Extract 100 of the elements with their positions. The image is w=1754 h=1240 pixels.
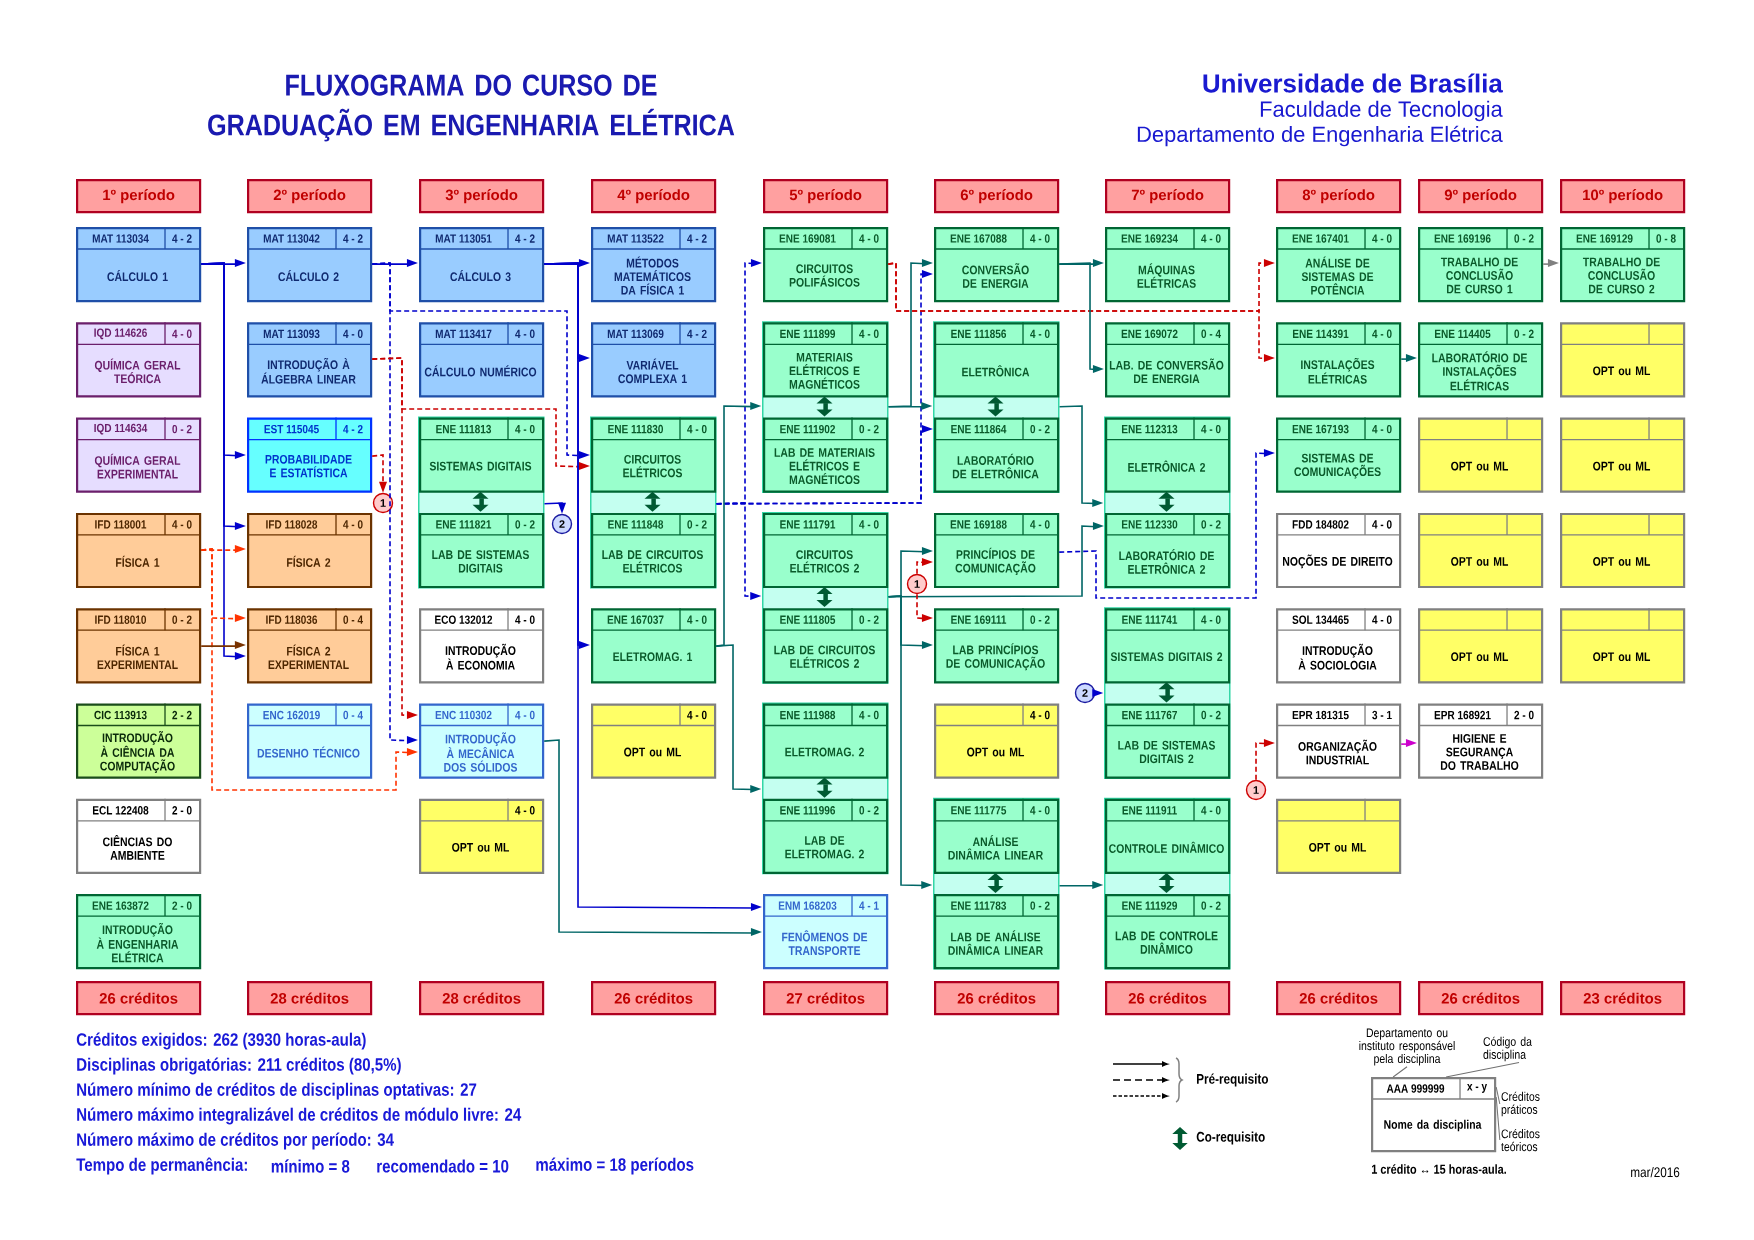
- course-box: 4 - 0 OPT ou ML: [590, 702, 717, 779]
- course-box: ENE 111775 4 - 0 ANÁLISE DINÂMICA LINEAR: [933, 798, 1060, 874]
- arrow: [715, 644, 762, 793]
- course-box: ENE 111741 4 - 0 SISTEMAS DIGITAIS 2: [1104, 607, 1231, 684]
- annotation: Créditos teóricos: [1501, 1128, 1540, 1152]
- course-box: 4 - 0 OPT ou ML: [933, 702, 1060, 779]
- course-box: ENE 111996 0 - 2 LAB DE ELETROMAG. 2: [762, 798, 889, 874]
- course-box: ENE 111856 4 - 0 ELETRÔNICA: [933, 321, 1060, 398]
- course-box: IFD 118036 0 - 4 FÍSICA 2 EXPERIMENTAL: [246, 607, 373, 684]
- info-text: mínimo = 8: [271, 1159, 350, 1173]
- arrow: [1400, 354, 1417, 362]
- arrow: [1255, 739, 1275, 781]
- subheading: Departamento de Engenharia Elétrica: [1137, 125, 1503, 147]
- course-box: ENE 111821 0 - 2 LAB DE SISTEMAS DIGITAIS: [418, 512, 545, 589]
- corequisite-arrow: [816, 396, 833, 417]
- course-box: ECL 122408 2 - 0 CIÊNCIAS DO AMBIENTE: [75, 798, 202, 874]
- annotation: Departamento ou instituto responsável pela disciplina: [1359, 1028, 1455, 1066]
- course-box: ENE 167193 4 - 0 SISTEMAS DE COMUNICAÇÕES: [1275, 416, 1402, 493]
- legend-label: Pré-requisito: [1197, 1073, 1268, 1087]
- corequisite-arrow: [987, 872, 1004, 893]
- info-text: Número mínimo de créditos de disciplinas optativas: 27: [77, 1082, 477, 1100]
- sample-course-box: AAA 999999 x - y Nome da disciplina: [1370, 1076, 1497, 1153]
- corequisite-arrow: [644, 491, 661, 512]
- course-box: IFD 118028 4 - 0 FÍSICA 2: [246, 512, 373, 589]
- arrow: [200, 641, 246, 649]
- arrow: [1058, 881, 1104, 889]
- period-header: 6º período: [934, 179, 1060, 214]
- course-box: ENE 169111 0 - 2 LAB PRINCÍPIOS DE COMUNICAÇÃO: [933, 607, 1060, 684]
- course-box: ENE 169196 0 - 2 TRABALHO DE CONCLUSÃO DE CURSO 1: [1417, 226, 1544, 303]
- course-box: OPT ou ML: [1559, 512, 1686, 589]
- course-box: ENE 163872 2 - 0 INTRODUÇÃO À ENGENHARIA ELÉTRICA: [75, 893, 202, 970]
- period-header: 2º período: [247, 179, 373, 214]
- course-box: EST 115045 4 - 2 PROBABILIDADE E ESTATÍSTICA: [246, 416, 373, 493]
- title: FLUXOGRAMA DO CURSO DE GRADUAÇÃO EM ENGENHARIA ELÉTRICA: [208, 74, 735, 142]
- legend-label: Co-requisito: [1196, 1131, 1265, 1145]
- arrow: [887, 595, 933, 889]
- course-box: ENE 111791 4 - 0 CIRCUITOS ELÉTRICOS 2: [762, 512, 889, 589]
- course-box: 4 - 0 OPT ou ML: [418, 798, 545, 874]
- course-box: EPR 168921 2 - 0 HIGIENE E SEGURANÇA DO TRABALHO: [1417, 702, 1544, 779]
- arrow: [1092, 689, 1104, 697]
- annotation: Código da disciplina: [1483, 1036, 1532, 1062]
- course-box: MAT 113093 4 - 0 INTRODUÇÃO À ÁLGEBRA LINEAR: [246, 321, 373, 398]
- info-text: Tempo de permanência:: [76, 1157, 247, 1175]
- course-box: ENE 112330 0 - 2 LABORATÓRIO DE ELETRÔNICA 2: [1104, 512, 1231, 589]
- course-box: ENE 112313 4 - 0 ELETRÔNICA 2: [1104, 416, 1231, 493]
- course-box: OPT ou ML: [1417, 512, 1544, 589]
- period-header: 10º período: [1560, 179, 1686, 214]
- info-text: Créditos exigidos: 262 (3930 horas-aula): [76, 1032, 366, 1050]
- arrow: [1542, 259, 1559, 267]
- course-box: ENE 111911 4 - 0 CONTROLE DINÂMICO: [1104, 798, 1231, 874]
- course-box: IFD 118010 0 - 2 FÍSICA 1 EXPERIMENTAL: [75, 607, 202, 684]
- course-box: ENE 111988 4 - 0 ELETROMAG. 2: [762, 702, 889, 779]
- arrow: [1058, 449, 1275, 599]
- info-text: Número máximo de créditos por período: 34: [77, 1132, 394, 1150]
- arrow: [1058, 405, 1104, 507]
- course-box: CIC 113913 2 - 2 INTRODUÇÃO À CIÊNCIA DA COMPUTAÇÃO: [75, 702, 202, 779]
- arrow: [543, 502, 566, 514]
- credit-total-box: 26 créditos: [1276, 981, 1402, 1016]
- course-box: ENC 162019 0 - 4 DESENHO TÉCNICO: [246, 702, 373, 779]
- course-box: OPT ou ML: [1559, 321, 1686, 398]
- course-box: MAT 113417 4 - 0 CÁLCULO NUMÉRICO: [418, 321, 545, 398]
- corequisite-arrow: [987, 396, 1004, 417]
- period-header: 5º período: [763, 179, 889, 214]
- arrow: [371, 454, 387, 493]
- course-box: ENE 111783 0 - 2 LAB DE ANÁLISE DINÂMICA LINEAR: [933, 893, 1060, 970]
- course-box: OPT ou ML: [1559, 607, 1686, 684]
- leader-line: [1495, 1096, 1501, 1141]
- annotation: Créditos práticos: [1501, 1091, 1540, 1117]
- arrow: [887, 402, 933, 410]
- course-box: ENE 111805 0 - 2 LAB DE CIRCUITOS ELÉTRICOS 2: [762, 607, 889, 684]
- arrow: [916, 593, 933, 622]
- credit-total-box: 26 créditos: [591, 981, 717, 1016]
- leader-line: [1392, 1066, 1408, 1078]
- course-box: FDD 184802 4 - 0 NOÇÕES DE DIREITO: [1275, 512, 1402, 589]
- credit-total-box: 27 créditos: [763, 981, 889, 1016]
- course-box: MAT 113042 4 - 2 CÁLCULO 2: [246, 226, 373, 303]
- info-text: Número máximo integralizável de créditos de módulo livre: 24: [77, 1107, 522, 1125]
- corequisite-arrow: [472, 491, 489, 512]
- course-box: MAT 113522 4 - 2 MÉTODOS MATEMÁTICOS DA FÍSICA 1: [590, 226, 717, 303]
- course-box: ENE 167088 4 - 0 CONVERSÃO DE ENERGIA: [933, 226, 1060, 303]
- note: 1 crédito ↔ 15 horas-aula.: [1372, 1164, 1506, 1174]
- course-box: ENE 111899 4 - 0 MATERIAIS ELÉTRICOS E MAGNÉTICOS: [762, 321, 889, 398]
- heading: Universidade de Brasília: [1203, 73, 1503, 93]
- credit-total-box: 23 créditos: [1560, 981, 1686, 1016]
- course-box: MAT 113069 4 - 2 VARIÁVEL COMPLEXA 1: [590, 321, 717, 398]
- date-text: mar/2016: [1631, 1166, 1680, 1178]
- course-box: OPT ou ML: [1559, 416, 1686, 493]
- course-box: IQD 114634 0 - 2 QUÍMICA GERAL EXPERIMENTAL: [75, 416, 202, 493]
- course-box: ENE 167401 4 - 0 ANÁLISE DE SISTEMAS DE POTÊNCIA: [1275, 226, 1402, 303]
- credit-total-box: 26 créditos: [1418, 981, 1544, 1016]
- info-text: Disciplinas obrigatórias: 211 créditos (80,5%): [77, 1057, 401, 1075]
- arrow: [371, 262, 590, 459]
- arrow: [543, 739, 762, 936]
- period-header: 4º período: [591, 179, 717, 214]
- info-text: máximo = 18 períodos: [536, 1157, 694, 1175]
- course-box: ENE 169081 4 - 0 CIRCUITOS POLIFÁSICOS: [762, 226, 889, 303]
- course-box: ENC 110302 4 - 0 INTRODUÇÃO À MECÂNICA DOS SÓLIDOS: [418, 702, 545, 779]
- period-header: 7º período: [1105, 179, 1231, 214]
- arrow: [371, 357, 590, 470]
- course-box: ENM 168203 4 - 1 FENÔMENOS DE TRANSPORTE: [762, 893, 889, 970]
